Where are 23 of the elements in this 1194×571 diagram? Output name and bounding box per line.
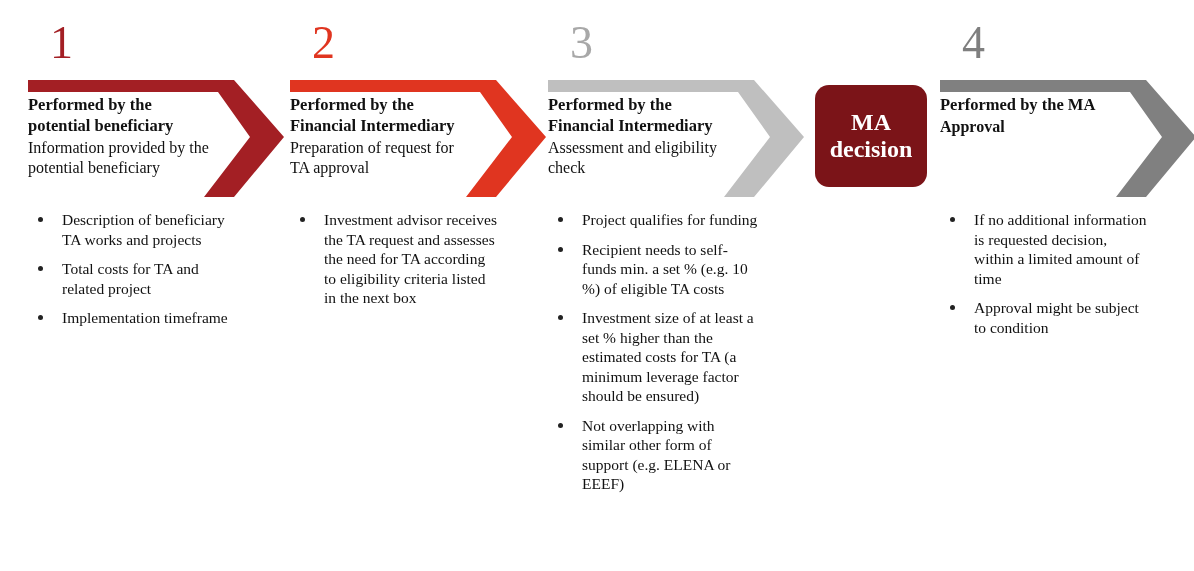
step-heading: Performed by the MA (940, 94, 1097, 115)
step-number: 3 (570, 18, 593, 68)
bullet-text: Project qualifies for funding (582, 211, 758, 228)
bullet-text: Investment advisor receives the TA request and assesses the need for TA according to eligibility criteria listed in the next box (324, 211, 498, 306)
bullet-text: Recipient needs to self-funds min. a set % (e.g. 10 %) of eligible TA costs (582, 240, 748, 297)
step-heading: Performed by the potential beneficiary (28, 94, 175, 136)
decision-box: MA decision (815, 85, 927, 187)
step-number: 1 (50, 18, 73, 68)
step-number: 2 (312, 18, 335, 68)
bullet-text: Investment size of at least a set % higher than the estimated costs for TA (a minimum leverage factor should be ensured) (582, 309, 754, 404)
bullet-text: Not overlapping with similar other form of support (e.g. ELENA or EEEF) (582, 416, 731, 492)
step-number: 4 (962, 18, 985, 68)
bullet-text: Implementation timeframe (62, 309, 228, 326)
step-heading: Performed by the Financial Intermediary (290, 94, 456, 136)
step-heading: Performed by the Financial Intermediary (548, 94, 714, 136)
bullet-text: Approval might be subject to condition (974, 299, 1139, 336)
step-description: Assessment and eligibility check (548, 138, 718, 178)
bullet-text: If no additional information is requested decision, within a limited amount of time (974, 211, 1147, 287)
step-description: Preparation of request for TA approval (290, 138, 455, 178)
bullet-text: Description of beneficiary TA works and projects (62, 211, 225, 248)
step-description: Approval (940, 117, 1006, 137)
bullet-text: Total costs for TA and related project (62, 260, 199, 297)
step-description: Information provided by the potential beneficiary (28, 138, 210, 178)
